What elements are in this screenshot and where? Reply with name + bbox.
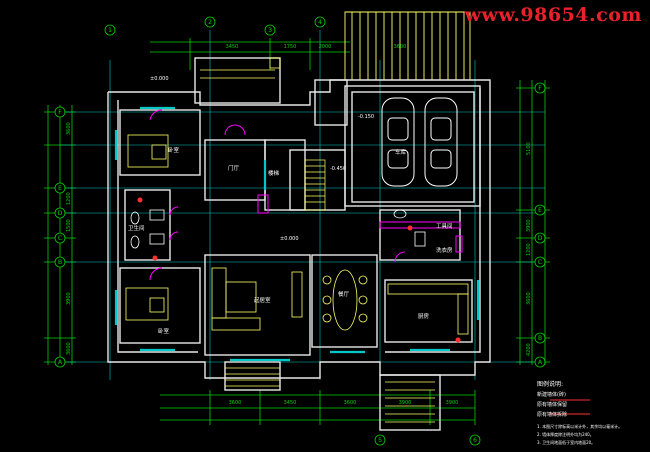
dim-right-2: 3900 bbox=[526, 219, 532, 232]
level-mark-2: -0.450 bbox=[330, 166, 346, 172]
room-label-laundry: 洗衣房 bbox=[436, 246, 453, 254]
dim-right-5: 4200 bbox=[526, 343, 532, 356]
furniture bbox=[125, 57, 469, 335]
axis-label-top-5: 5 bbox=[378, 437, 382, 444]
room-label-stair: 楼梯 bbox=[268, 169, 280, 177]
windows bbox=[114, 106, 480, 362]
dim-right-1: 5100 bbox=[526, 142, 532, 155]
car-icon bbox=[381, 97, 458, 187]
dim-top-1: 3450 bbox=[226, 44, 239, 50]
red-markers bbox=[137, 197, 590, 415]
axis-bubbles-right bbox=[534, 82, 546, 368]
legend-title: 图例说明: bbox=[537, 380, 563, 388]
room-label-garage: 车库 bbox=[395, 148, 407, 156]
dim-left-5: 3600 bbox=[66, 342, 72, 355]
axis-label-right-a: A bbox=[538, 359, 543, 366]
dim-bottom-1: 3600 bbox=[229, 400, 242, 406]
axis-label-left-c: C bbox=[58, 235, 62, 242]
room-label-bedroom-upper: 卧室 bbox=[168, 146, 180, 154]
stairs bbox=[200, 69, 435, 423]
legend-item-1: 新建墙体(砖) bbox=[537, 391, 566, 398]
legend-item-2: 原有墙体保留 bbox=[537, 401, 567, 408]
dim-left-3: 1500 bbox=[66, 219, 72, 232]
room-label-living: 起居室 bbox=[254, 296, 271, 304]
axis-label-left-f: F bbox=[58, 109, 62, 116]
axis-bubbles-top bbox=[104, 16, 481, 446]
level-mark-3: -0.150 bbox=[358, 114, 374, 120]
level-mark-1: ±0.000 bbox=[150, 76, 169, 82]
dim-left-4: 3900 bbox=[66, 292, 72, 305]
axis-bubbles-left bbox=[54, 106, 66, 368]
garage-roof-hatch bbox=[344, 11, 471, 81]
axis-label-top-4: 4 bbox=[318, 19, 322, 26]
dim-top-3: 2000 bbox=[319, 44, 332, 50]
room-label-kitchen: 厨房 bbox=[418, 312, 430, 320]
axis-label-left-d: D bbox=[58, 210, 63, 217]
dim-right-4: 3600 bbox=[526, 292, 532, 305]
axis-label-right-d: D bbox=[538, 235, 543, 242]
axis-label-top-1: 1 bbox=[108, 27, 112, 34]
axis-label-top-3: 3 bbox=[268, 27, 272, 34]
level-mark-4: ±0.000 bbox=[280, 236, 299, 242]
dim-left-1: 3600 bbox=[66, 122, 72, 135]
watermark: www.98654.com bbox=[464, 4, 642, 26]
room-label-dining: 餐厅 bbox=[338, 290, 350, 298]
room-label-storage: 工具间 bbox=[436, 222, 453, 230]
dim-top-2: 1750 bbox=[284, 44, 297, 50]
dim-top-4: 3600 bbox=[394, 44, 407, 50]
doors bbox=[149, 109, 463, 281]
axis-label-top-6: 6 bbox=[473, 437, 477, 444]
legend-item-3: 原有墙体拆除 bbox=[537, 411, 567, 418]
axis-label-left-e: E bbox=[58, 185, 62, 192]
axis-label-right-e: E bbox=[538, 207, 542, 214]
axis-label-top-2: 2 bbox=[208, 19, 212, 26]
dim-left-2: 1200 bbox=[66, 192, 72, 205]
legend-note-3: 3. 卫生间地面低于室内地面20。 bbox=[537, 439, 595, 445]
axis-label-right-b: B bbox=[538, 335, 542, 342]
room-label-toilet: 卫生间 bbox=[128, 224, 145, 232]
legend-note-1: 1. 本图尺寸除标高以米计外，其余均以毫米计。 bbox=[537, 423, 622, 429]
axis-label-right-c: C bbox=[538, 259, 542, 266]
axis-label-left-a: A bbox=[58, 359, 63, 366]
dim-right-3: 1200 bbox=[526, 243, 532, 256]
walls bbox=[107, 57, 491, 431]
room-label-foyer: 门厅 bbox=[228, 164, 240, 172]
legend-note-2: 2. 墙体厚度除注明外均为240。 bbox=[537, 431, 594, 437]
axis-label-left-b: B bbox=[58, 259, 62, 266]
dim-bottom-4: 3900 bbox=[399, 400, 412, 406]
legend: 图例说明: 新建墙体(砖) 原有墙体保留 原有墙体拆除 1. 本图尺寸除标高以米… bbox=[537, 380, 622, 445]
dim-bottom-2: 3450 bbox=[284, 400, 297, 406]
dim-bottom-5: 3900 bbox=[446, 400, 459, 406]
axis-label-right-f: F bbox=[538, 85, 542, 92]
room-label-bedroom-lower: 卧室 bbox=[158, 327, 170, 335]
dim-bottom-3: 3600 bbox=[344, 400, 357, 406]
toilet-fixtures bbox=[130, 209, 426, 249]
